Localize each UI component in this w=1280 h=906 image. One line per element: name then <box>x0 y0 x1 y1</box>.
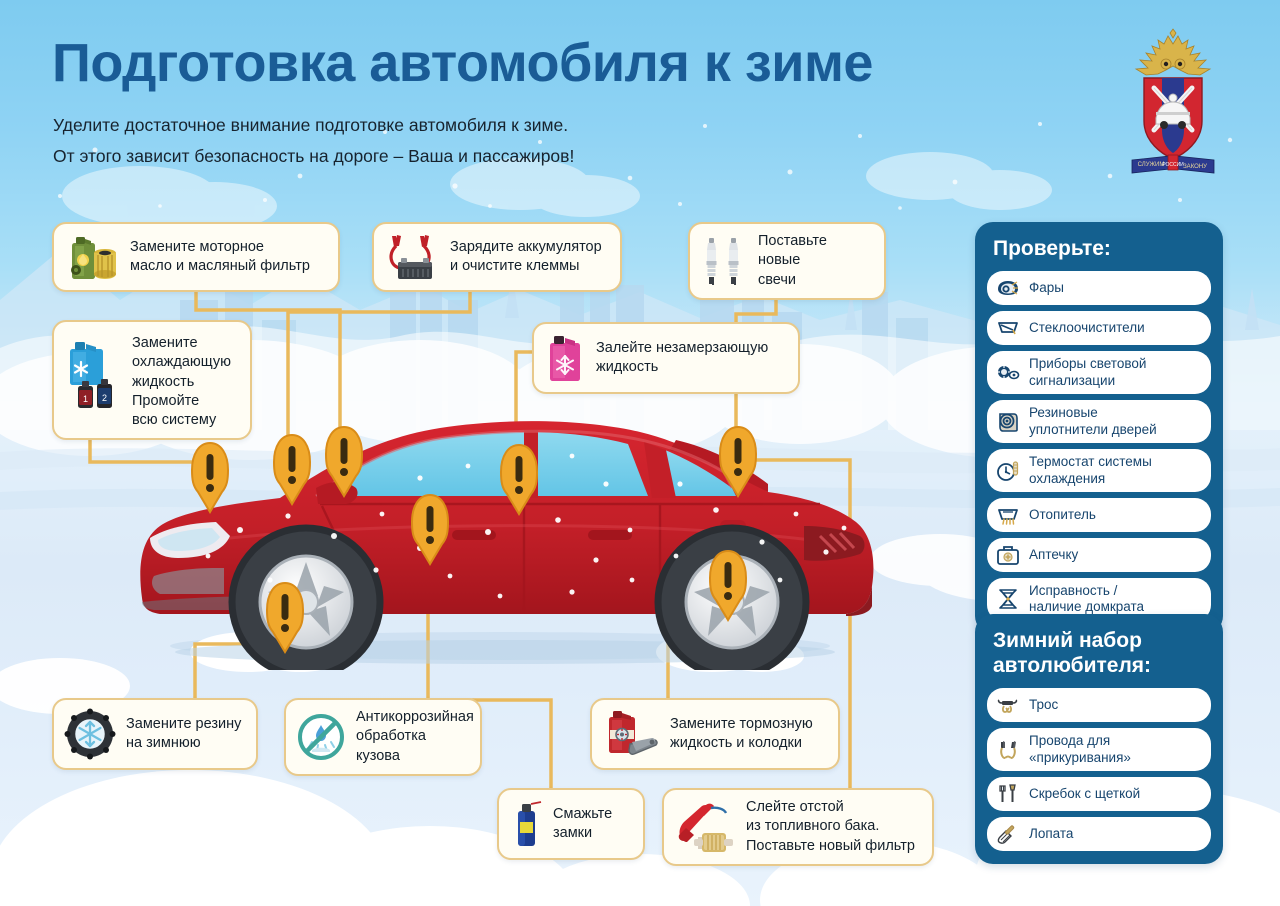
callout-engine-oil[interactable]: Замените моторное масло и масляный фильт… <box>52 222 340 292</box>
callout-coolant[interactable]: 1 2 Замените охлаждающую жидкость Промой… <box>52 320 252 441</box>
anticorrosion-icon <box>298 713 344 760</box>
check-item-first-aid-kit-label: Аптечку <box>1029 546 1079 562</box>
callout-spark-plugs-text: Поставьте новые свечи <box>758 233 827 288</box>
callout-fuel-tank[interactable]: Слейте отстой из топливного бака. Постав… <box>662 788 934 866</box>
kit-item-tow-rope[interactable]: Трос <box>987 688 1211 723</box>
callout-winter-tires[interactable]: Замените резину на зимнюю <box>52 698 258 770</box>
tow-rope-icon <box>997 699 1018 714</box>
check-item-wipers[interactable]: Стеклоочистители <box>987 311 1211 346</box>
kit-item-ice-scraper[interactable]: Скребок с щеткой <box>987 777 1211 812</box>
page-title: Подготовка автомобиля к зиме <box>52 33 873 93</box>
page-subtitle: Уделите достаточное внимание подготовке … <box>53 110 574 171</box>
check-item-door-seals-label: Резиновые уплотнители дверей <box>1029 405 1157 437</box>
kit-item-shovel-label: Лопата <box>1029 826 1074 842</box>
oil-canister-filter-icon <box>71 237 116 279</box>
pin-rear-wheel[interactable] <box>708 548 748 622</box>
check-item-heater-label: Отопитель <box>1029 506 1096 522</box>
callout-brake-fluid-text: Замените тормозную жидкость и колодки <box>670 715 813 751</box>
callout-battery-text: Зарядите аккумулятор и очистите клеммы <box>450 238 602 274</box>
winter-kit-panel: Зимний набор автолюбителя: Трос <box>975 614 1223 865</box>
callout-washer-fluid-text: Залейте незамерзающую жидкость <box>596 339 769 375</box>
subtitle-line-2: От этого зависит безопасность на дороге … <box>53 145 575 166</box>
kit-item-tow-rope-label: Трос <box>1029 697 1059 713</box>
check-item-first-aid-kit[interactable]: Аптечку <box>987 538 1211 572</box>
callout-fuel-tank-text: Слейте отстой из топливного бака. Постав… <box>746 799 915 854</box>
callout-spark-plugs[interactable]: Поставьте новые свечи <box>688 222 886 300</box>
heater-icon <box>998 509 1018 525</box>
check-item-thermostat[interactable]: Термостат системы охлаждения <box>987 449 1211 492</box>
battery-jumper-icon <box>389 235 432 279</box>
kit-item-jumper-cables-label: Провода для «прикуривания» <box>1029 733 1131 765</box>
check-item-signal-lamps[interactable]: Приборы световой сигнализации <box>987 351 1211 395</box>
callout-brake-fluid[interactable]: Замените тормозную жидкость и колодки <box>590 698 840 770</box>
svg-text:ЗАКОНУ: ЗАКОНУ <box>1183 164 1207 170</box>
pin-headlights[interactable] <box>190 440 230 514</box>
lubricant-spray-icon <box>518 801 542 846</box>
callout-engine-oil-text: Замените моторное масло и масляный фильт… <box>130 238 310 274</box>
callout-anticorrosion[interactable]: Антикоррозийная обработка кузова <box>284 698 482 776</box>
check-item-car-jack-label: Исправность / наличие домкрата <box>1029 583 1145 615</box>
car-jack-icon <box>999 589 1017 610</box>
svg-text:1: 1 <box>83 394 88 404</box>
callout-washer-fluid[interactable]: Залейте незамерзающую жидкость <box>532 322 800 394</box>
ice-scraper-icon <box>999 784 1016 803</box>
gibdd-emblem: СЛУЖИМ ЗАКОНУ РОССИИ <box>1131 28 1215 174</box>
check-item-door-seals[interactable]: Резиновые уплотнители дверей <box>987 400 1211 444</box>
jumper-cables-icon <box>1000 740 1016 759</box>
fuel-nozzle-filter-icon <box>678 803 733 852</box>
callout-anticorrosion-text: Антикоррозийная обработка кузова <box>356 709 474 764</box>
brake-fluid-pads-icon <box>609 711 658 755</box>
spark-plugs-icon <box>706 237 739 285</box>
callout-winter-tires-text: Замените резину на зимнюю <box>126 715 242 751</box>
pin-windshield[interactable] <box>499 442 539 516</box>
callout-lock-lubricant[interactable]: Смажьте замки <box>497 788 645 860</box>
check-item-headlights[interactable]: Фары <box>987 271 1211 306</box>
winter-kit-panel-title: Зимний набор автолюбителя: <box>993 629 1152 678</box>
subtitle-line-1: Уделите достаточное внимание подготовке … <box>53 115 569 135</box>
kit-item-jumper-cables[interactable]: Провода для «прикуривания» <box>987 728 1211 772</box>
coolant-canister-icon: 1 2 <box>70 342 112 408</box>
callout-battery[interactable]: Зарядите аккумулятор и очистите клеммы <box>372 222 622 292</box>
winter-kit-panel-list: Трос Провода для «прикуривания» <box>975 688 1223 864</box>
pin-front-wheel[interactable] <box>265 580 305 654</box>
wiper-icon <box>998 322 1018 335</box>
first-aid-kit-icon <box>997 546 1019 565</box>
shovel-icon <box>997 825 1015 845</box>
pin-rear-window[interactable] <box>718 424 758 498</box>
svg-text:РОССИИ: РОССИИ <box>1162 162 1184 168</box>
callout-lock-lubricant-text: Смажьте замки <box>553 805 613 841</box>
snow-tire-icon <box>64 708 116 760</box>
pin-hood[interactable] <box>324 424 364 498</box>
door-seal-icon <box>999 412 1018 432</box>
check-panel-list: Фары Стеклоочистители <box>975 271 1223 634</box>
check-item-car-jack[interactable]: Исправность / наличие домкрата <box>987 578 1211 621</box>
check-panel-title: Проверьте: <box>993 237 1111 260</box>
pin-engine[interactable] <box>272 432 312 506</box>
headlight-icon <box>998 281 1018 296</box>
check-panel: Проверьте: Фары Стеклоочистители <box>975 222 1223 634</box>
check-item-thermostat-label: Термостат системы охлаждения <box>1029 454 1152 486</box>
svg-text:2: 2 <box>102 393 107 403</box>
check-item-heater[interactable]: Отопитель <box>987 498 1211 532</box>
pin-front-door[interactable] <box>410 492 450 566</box>
washer-fluid-icon <box>550 336 580 381</box>
thermostat-icon <box>997 460 1019 481</box>
signal-lamps-icon <box>998 365 1020 379</box>
kit-item-ice-scraper-label: Скребок с щеткой <box>1029 786 1141 802</box>
check-item-signal-lamps-label: Приборы световой сигнализации <box>1029 356 1147 388</box>
kit-item-shovel[interactable]: Лопата <box>987 817 1211 852</box>
check-item-wipers-label: Стеклоочистители <box>1029 319 1145 335</box>
svg-text:СЛУЖИМ: СЛУЖИМ <box>1138 162 1165 168</box>
callout-coolant-text: Замените охлаждающую жидкость Промойте в… <box>132 335 231 429</box>
check-item-headlights-label: Фары <box>1029 279 1064 295</box>
